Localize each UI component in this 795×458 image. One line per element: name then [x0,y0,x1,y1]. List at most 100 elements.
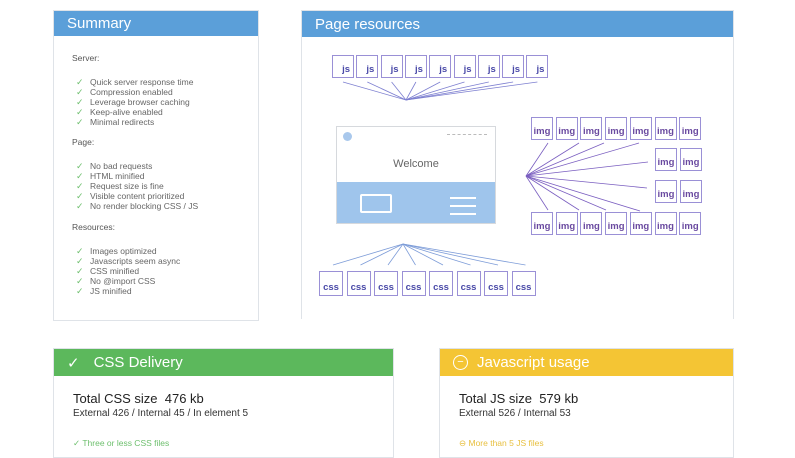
js-total: Total JS size 579 kb [459,391,579,406]
connection-line [405,81,441,101]
img-file-icon: img [531,117,553,140]
img-file-icon: img [654,212,677,235]
css-file-icon: css [319,271,343,296]
img-file-icon: img [580,212,603,235]
summary-item: ✓No @import CSS [76,276,180,286]
globe-icon [343,132,352,141]
connection-line [360,243,404,266]
connection-line [525,175,580,211]
browser-mockup: Welcome [336,126,496,224]
img-file-icon: img [555,117,578,140]
check-icon: ✓ [73,438,83,448]
css-file-icon: css [374,271,398,296]
summary-item-label: Request size is fine [90,181,164,191]
js-file-icon: js [380,55,403,78]
summary-item: ✓JS minified [76,286,180,296]
check-icon: ✓ [76,87,84,97]
css-total: Total CSS size 476 kb [73,391,204,406]
connection-line [525,175,641,212]
connection-line [342,81,407,101]
connection-line [525,175,648,189]
check-icon: ✓ [76,117,84,127]
summary-item: ✓ Request size is fine [76,181,198,191]
connection-line [525,142,640,177]
check-icon: ✓ [67,354,80,372]
summary-item-label: Compression enabled [90,87,173,97]
img-file-icon: img [605,212,628,235]
connection-line [405,81,417,101]
check-icon: ✓ [76,161,84,171]
connection-line [405,81,465,101]
img-file-icon: img [680,148,702,171]
page-resources-title: Page resources [315,15,421,33]
css-file-icon: css [346,271,371,296]
css-breakdown: External 426 / Internal 45 / In element … [73,408,249,419]
css-file-icon: css [456,271,481,296]
img-file-icon: img [531,212,553,235]
connection-line [525,161,649,177]
check-icon: ✓ [76,171,84,181]
summary-item: ✓Keep-alive enabled [76,107,193,117]
connection-line [402,243,526,266]
connection-line [402,243,416,266]
js-file-icon: js [356,55,379,78]
summary-section-list: ✓ Images optimized ✓ Javascripts seem async… [76,246,180,296]
css-file-icon: css [511,271,536,296]
js-file-icon: js [332,55,354,78]
check-icon: ✓ [76,256,84,266]
connection-line [525,142,549,177]
summary-item: ✓No render blocking CSS / JS [76,201,198,211]
summary-title: Summary [67,15,132,32]
css-note: ✓ Three or less CSS files [73,438,170,448]
img-file-icon: img [605,117,628,140]
summary-item-label: No bad requests [90,161,153,171]
summary-item: ✓ Images optimized [76,246,180,256]
summary-section-label: Resources: [72,222,115,232]
summary-item-label: CSS minified [90,266,140,276]
summary-item-label: Images optimized [90,246,157,256]
welcome-text: Welcome [393,158,439,170]
js-file-icon: js [453,55,476,78]
summary-item-label: No @import CSS [90,276,156,286]
summary-section-label: Server: [72,53,100,63]
connection-line [525,142,605,177]
img-file-icon: img [679,212,702,235]
inbox-icon [360,194,392,213]
summary-item-label: Javascripts seem async [90,256,181,266]
connection-line [332,243,404,266]
js-usage-title: Javascript usage [477,354,590,371]
summary-item-label: JS minified [90,286,132,296]
check-icon: ✓ [76,246,84,256]
connection-line [402,243,499,266]
check-icon: ✓ [76,201,84,211]
summary-item: ✓HTML minified [76,171,198,181]
summary-item: ✓Visible content prioritized [76,191,198,201]
connection-line [525,175,607,211]
check-icon: ✓ [76,191,84,201]
summary-item-label: Minimal redirects [90,117,155,127]
connection-line [387,243,404,266]
summary-item: ✓ Minimal redirects [76,117,193,127]
connection-line [391,81,407,101]
summary-header: Summary [54,11,258,36]
css-delivery-title: CSS Delivery [93,354,183,371]
connection-line [402,243,444,266]
img-file-icon: img [655,180,677,203]
list-icon [444,197,476,215]
connection-line [525,175,549,211]
img-file-icon: img [679,117,702,140]
window-controls-icon [447,134,487,136]
summary-card: Summary Server:✓Quick server response ti… [53,10,259,321]
img-file-icon: img [555,212,578,235]
js-usage-card: − Javascript usage Total JS size 579 kb … [439,348,734,458]
js-file-icon: js [404,55,427,78]
summary-item: ✓ Compression enabled [76,87,193,97]
css-delivery-header: ✓ CSS Delivery [54,349,393,376]
css-file-icon: css [429,271,453,296]
check-icon: ✓ [76,181,84,191]
summary-item: ✓ Javascripts seem async [76,256,180,266]
img-file-icon: img [629,117,652,140]
page-resources-header: Page resources [302,11,733,37]
js-file-icon: js [429,55,452,78]
check-icon: ✓ [76,107,84,117]
